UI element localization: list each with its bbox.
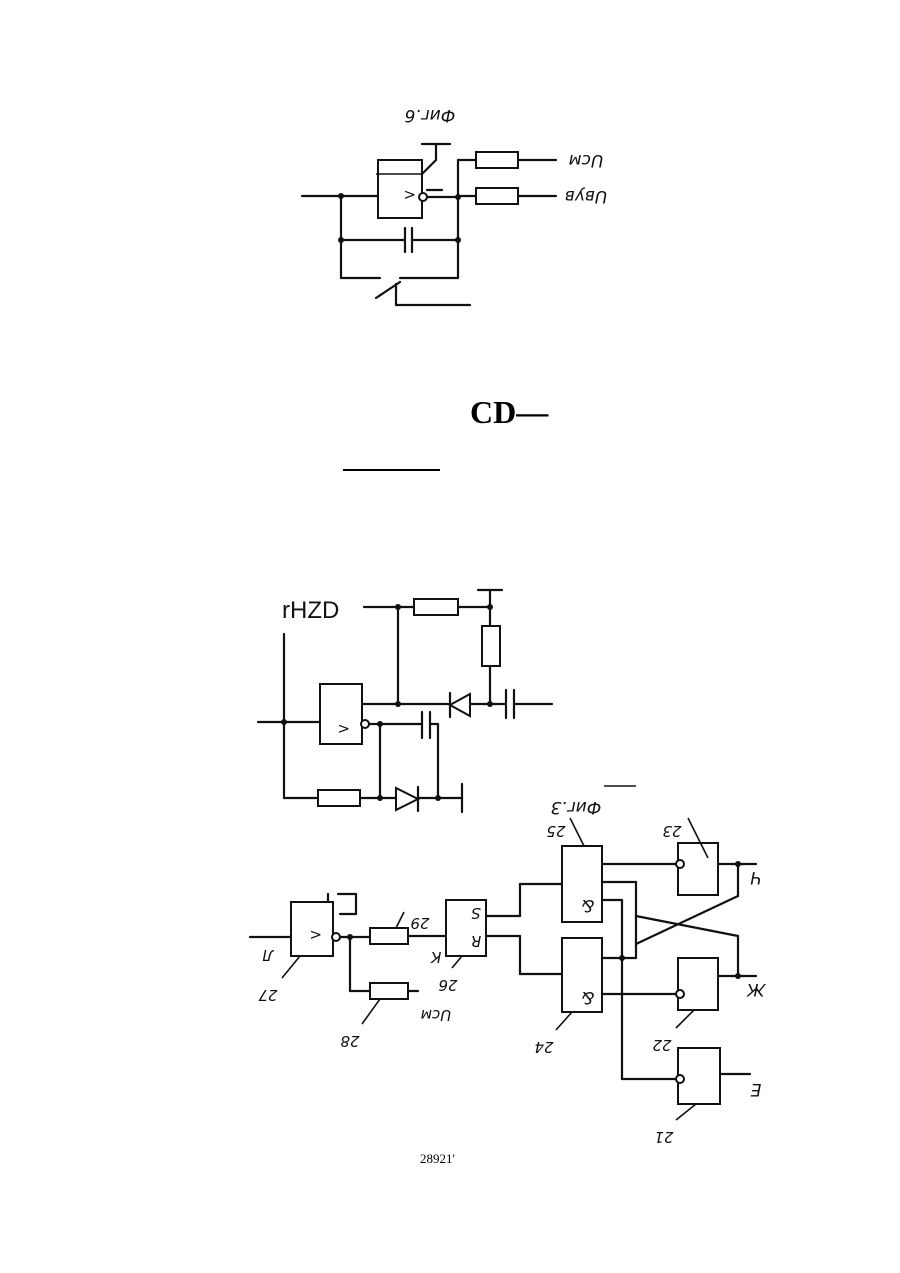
top-inverter-bubble xyxy=(419,193,427,201)
label-28: 28 xyxy=(340,1032,359,1050)
label-22: 22 xyxy=(652,1036,671,1054)
middle-inverter-bubble xyxy=(361,720,369,728)
label-24: 24 xyxy=(534,1038,553,1056)
top-resistor-1 xyxy=(476,152,518,168)
middle-bottom-resistor xyxy=(318,790,360,806)
label-k: К xyxy=(429,948,441,966)
middle-label: rHZD xyxy=(282,597,339,624)
leader-24 xyxy=(556,1012,572,1030)
label-27: 27 xyxy=(258,986,278,1004)
middle-bottom-node-1 xyxy=(377,795,383,801)
label-25: 25 xyxy=(546,822,565,840)
resistor-28 xyxy=(370,983,408,999)
gate-23-bubble xyxy=(676,860,684,868)
label-23: 23 xyxy=(662,822,681,840)
label-ucm: Uсм xyxy=(421,1006,452,1024)
figure-top-caption: Фиг.6 xyxy=(404,105,455,125)
middle-input-node xyxy=(281,719,287,725)
leader-22 xyxy=(676,1010,694,1028)
figure-middle: rHZD < xyxy=(258,590,552,812)
figure-bottom-caption: Фиг.3 xyxy=(551,797,602,817)
block-26-s: S xyxy=(471,904,481,922)
heading-underline xyxy=(343,469,440,471)
top-label-ucm: Uсм xyxy=(569,150,604,170)
resistor-29 xyxy=(370,928,408,944)
gate-21-bubble xyxy=(676,1075,684,1083)
leader-27 xyxy=(282,956,300,978)
leader-26 xyxy=(452,956,462,968)
top-ground-lead2 xyxy=(422,160,436,174)
gate-23 xyxy=(678,843,718,895)
label-29: 29 xyxy=(410,914,429,932)
leader-25 xyxy=(570,818,584,846)
leader-21 xyxy=(676,1104,696,1120)
middle-vertical-resistor xyxy=(482,626,500,666)
block-27-symbol: < xyxy=(309,926,322,944)
section-heading: CD— xyxy=(470,396,548,428)
figure-bottom: Фиг.3 < Л 27 29 К 28 Uсм S R 26 xyxy=(250,786,766,1146)
middle-top-resistor xyxy=(414,599,458,615)
middle-diode-2 xyxy=(396,788,418,810)
label-out-ch: Ч xyxy=(750,867,762,887)
top-resistor-2 xyxy=(476,188,518,204)
label-out-zh: Ж xyxy=(746,979,766,999)
middle-comp-output-node xyxy=(395,701,401,707)
gate-24-symbol: & xyxy=(581,987,594,1007)
node-out-zh xyxy=(735,973,741,979)
middle-diode-1 xyxy=(450,694,470,716)
middle-diode-right-node xyxy=(487,701,493,707)
top-comparator-symbol: < xyxy=(403,186,416,204)
gate-22 xyxy=(678,958,718,1010)
top-label-uvuv: Uвув xyxy=(565,186,608,206)
middle-comparator-symbol: < xyxy=(337,720,350,738)
leader-28 xyxy=(362,999,380,1024)
middle-bottom-node-2 xyxy=(435,795,441,801)
gate-25-symbol: & xyxy=(581,895,594,915)
gate-21 xyxy=(678,1048,720,1104)
label-input-l: Л xyxy=(262,946,274,964)
page-number: 28921' xyxy=(420,1151,455,1167)
block-27-bubble xyxy=(332,933,340,941)
leader-29 xyxy=(396,912,404,928)
label-out-e: Е xyxy=(750,1079,761,1099)
label-21: 21 xyxy=(654,1128,673,1146)
label-26: 26 xyxy=(438,976,457,994)
gate-22-bubble xyxy=(676,990,684,998)
node-out-ch xyxy=(735,861,741,867)
block-26-r: R xyxy=(471,932,481,950)
figure-top: Фиг.6 < Uсм Uвув xyxy=(302,105,607,305)
